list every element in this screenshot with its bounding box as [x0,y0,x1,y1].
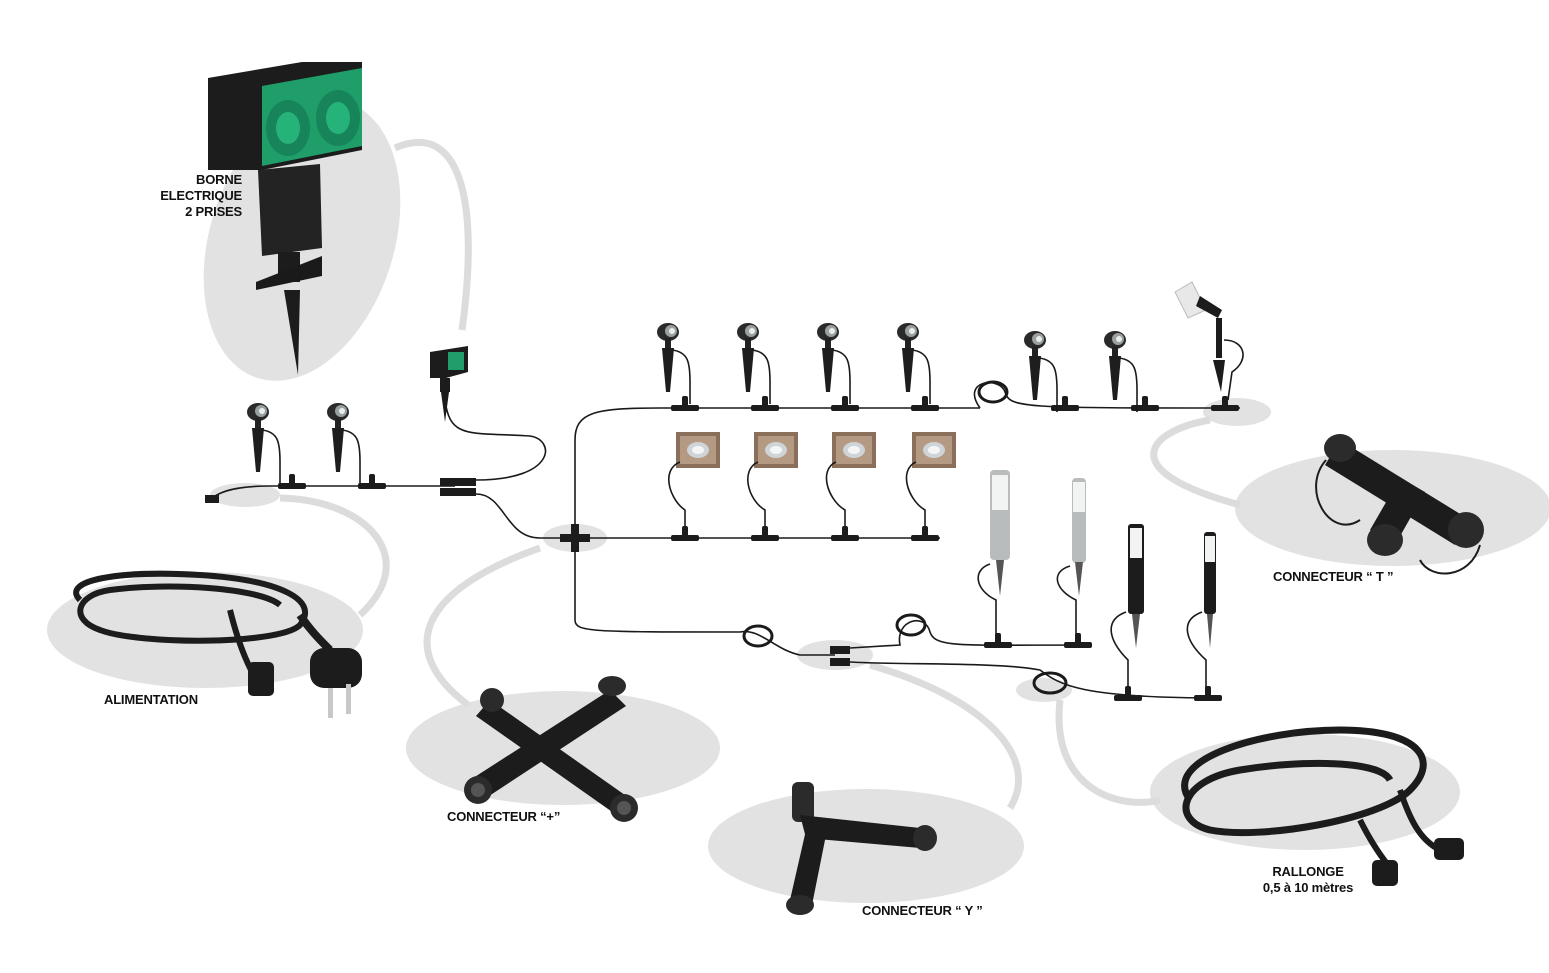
y-connector-icon [786,782,937,915]
rallonge-cable-icon [1181,726,1464,886]
t-connector-icon [1315,434,1484,575]
flood-spotlight-icon [1174,281,1244,401]
y-connector-pad [708,789,1024,903]
rallonge-pad [1150,734,1460,850]
rallonge-label-line2: 0,5 à 10 mètres [1262,880,1354,895]
recessed-light-icon [668,432,956,528]
bollard-light-icon [977,470,1216,690]
alimentation-pad [47,572,363,688]
small-power-post-icon [430,346,468,422]
rallonge-label-line1: RALLONGE [1272,864,1344,879]
plus-connector-icon [464,676,638,822]
borne-label: BORNE ELECTRIQUE 2 PRISES [148,172,242,220]
connecteur-plus-label: CONNECTEUR “+” [447,809,561,824]
borne-label-line2: ELECTRIQUE [160,188,242,203]
plug-icon [73,570,362,718]
alimentation-label: ALIMENTATION [104,692,198,707]
rallonge-label: RALLONGE 0,5 à 10 mètres [1258,864,1358,896]
connecteur-t-label: CONNECTEUR “ T ” [1273,569,1394,584]
cable-coil-icon [742,380,1068,695]
borne-label-line1: BORNE [196,172,242,187]
connecteur-y-label: CONNECTEUR “ Y ” [862,903,983,918]
plus-connector-pad [406,691,720,805]
network-connectors [278,396,1239,701]
power-post-icon [208,62,362,375]
borne-label-line3: 2 PRISES [185,204,242,219]
